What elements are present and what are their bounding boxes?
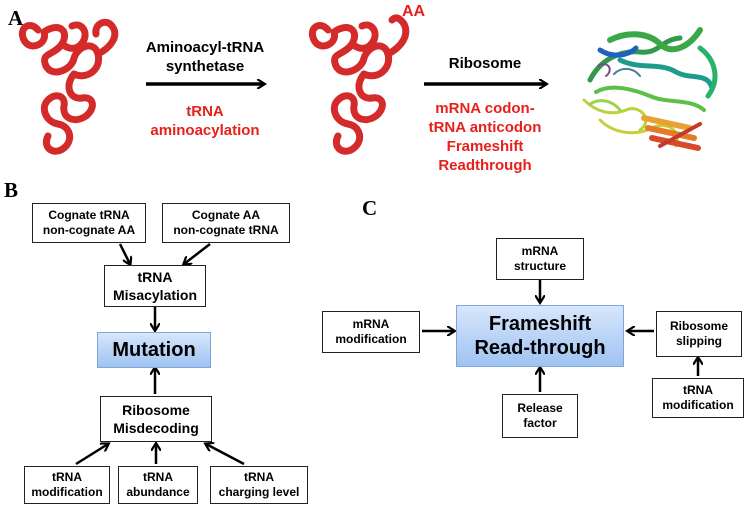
- panel-b-arrows: [75, 243, 245, 466]
- panel-label-a: A: [8, 6, 24, 30]
- synthetase-label: Aminoacyl-tRNA synthetase: [145, 39, 265, 75]
- trna-structure-2: [309, 14, 410, 155]
- trna-structure-1: [19, 18, 119, 155]
- aa-tag: AA: [402, 3, 426, 20]
- aminoacylation-label: tRNA aminoacylation: [150, 103, 260, 139]
- panel-label-b: B: [4, 178, 19, 202]
- decoding-events-label: mRNA codon- tRNA anticodon Frameshift Re…: [428, 100, 542, 174]
- ribosome-label: Ribosome: [448, 55, 522, 72]
- protein-structure: [582, 27, 718, 151]
- box-mutation: Mutation: [97, 332, 211, 368]
- panel-label-c: C: [362, 196, 378, 220]
- panel-c-arrows: [422, 280, 698, 392]
